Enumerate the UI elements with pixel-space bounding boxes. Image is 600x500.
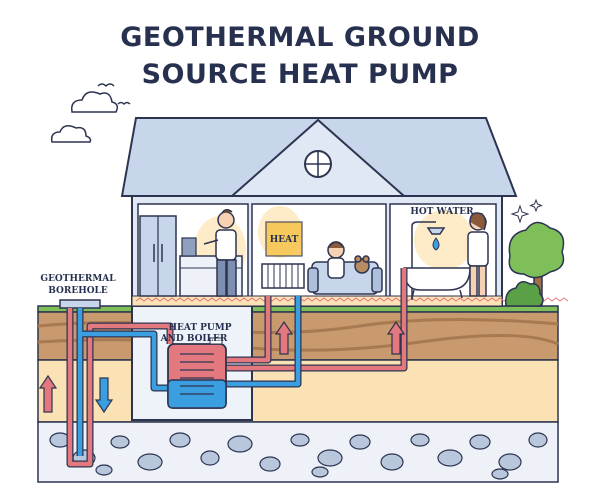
cloud-icon bbox=[50, 125, 92, 143]
bird-icon bbox=[117, 101, 131, 106]
radiator-icon bbox=[261, 263, 305, 289]
heat-sign bbox=[265, 221, 303, 257]
fridge-icon bbox=[139, 215, 177, 297]
heat-pump-boiler bbox=[167, 337, 227, 409]
heat-pump-label-line-2: AND BOILER bbox=[160, 334, 228, 344]
water-drop-icon bbox=[432, 237, 440, 251]
borehole-label-line-2: BOREHOLE bbox=[48, 286, 108, 296]
bush-icon bbox=[504, 281, 544, 307]
heat-pump-label-line-1: HEAT PUMP bbox=[168, 323, 231, 333]
arrow-down-icon bbox=[94, 377, 114, 414]
hot-pipes bbox=[66, 268, 408, 468]
child-with-toy bbox=[327, 241, 370, 279]
ground bbox=[37, 305, 559, 483]
bathtub bbox=[403, 267, 471, 299]
rock-layer bbox=[37, 421, 559, 483]
sofa bbox=[307, 261, 383, 295]
heat-label: HEAT bbox=[270, 235, 299, 245]
hot-water-label: HOT WATER bbox=[410, 207, 474, 217]
cloud-icon bbox=[70, 91, 119, 113]
title-line-2: SOURCE HEAT PUMP bbox=[141, 59, 459, 90]
rocks bbox=[49, 432, 548, 480]
arrow-up-icon bbox=[274, 320, 294, 355]
sparkle-icon bbox=[510, 204, 530, 224]
cold-pipes bbox=[76, 296, 302, 456]
title-line-1: GEOTHERMAL GROUND bbox=[120, 22, 480, 53]
bird-icon bbox=[97, 83, 115, 88]
floor bbox=[131, 295, 503, 307]
borehole-cap bbox=[59, 299, 101, 309]
borehole-label-line-1: GEOTHERMAL bbox=[40, 274, 116, 284]
person-kitchen bbox=[203, 209, 237, 297]
arrow-up-icon bbox=[38, 374, 58, 413]
sparkle-icon bbox=[529, 198, 543, 213]
arrow-up-icon bbox=[386, 320, 406, 355]
shower-head-icon bbox=[411, 221, 446, 300]
person-bathroom bbox=[467, 212, 489, 297]
